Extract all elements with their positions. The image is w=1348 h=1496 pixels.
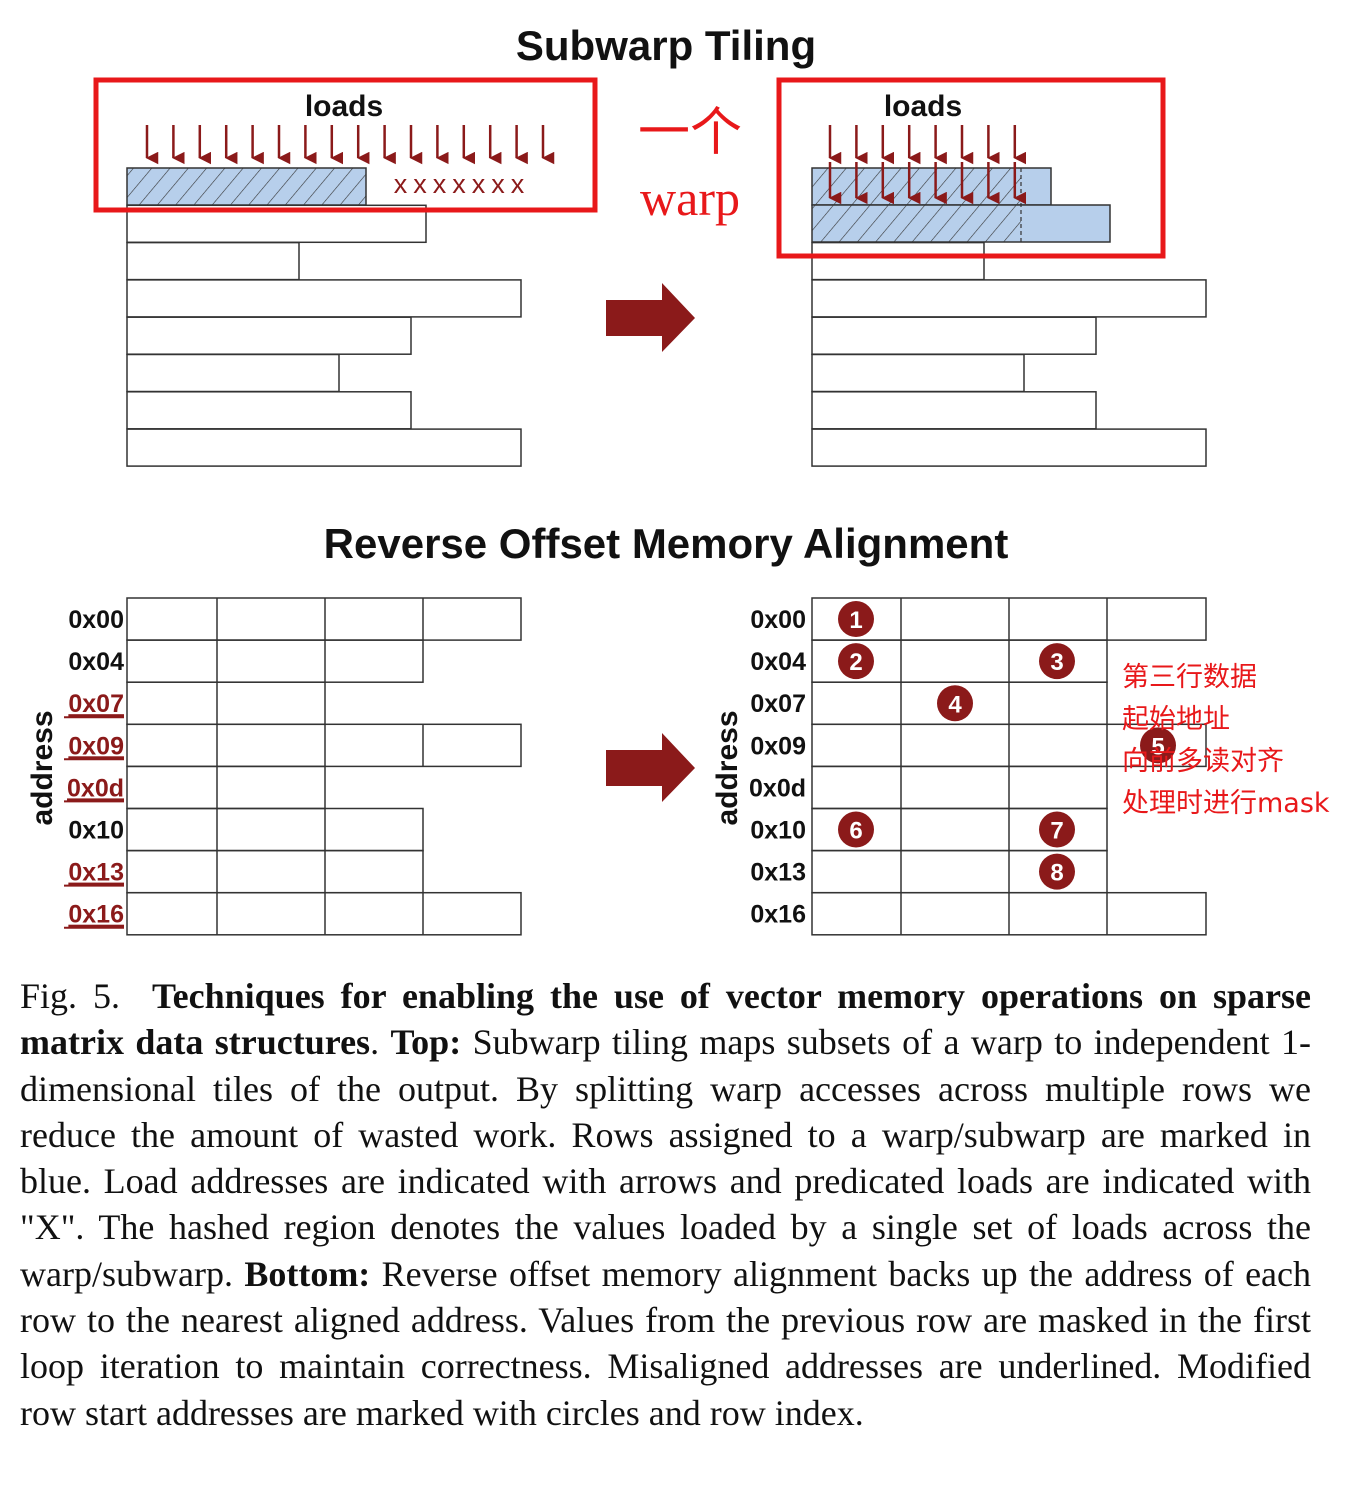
matrix-row-right-4	[811, 316, 1097, 355]
matrix-row-right-6	[811, 391, 1097, 430]
matrix-row-left-row-4	[126, 316, 412, 355]
memory-before-row-5	[126, 807, 424, 852]
row-index-label-5: 5	[1151, 733, 1164, 760]
memory-before-address-label-1: 0x04	[68, 648, 124, 676]
row-start-circle-2	[838, 643, 874, 680]
caption-bold-title: Techniques for enabling the use of vecto…	[20, 976, 1311, 1063]
caption-period: .	[370, 1022, 380, 1063]
memory-before-row-7	[126, 891, 522, 936]
matrix-row-right-3	[811, 279, 1207, 318]
row-start-circle-8	[1039, 853, 1075, 890]
memory-before-row-3	[126, 723, 522, 768]
transform-arrow-top	[606, 283, 695, 352]
memory-after-address-label-5: 0x10	[750, 817, 806, 845]
address-axis-left: address	[26, 710, 59, 825]
note-line-3: 向前多读对齐	[1122, 746, 1284, 777]
matrix-row-left-row-2	[126, 241, 300, 281]
warp-box-left	[93, 77, 598, 213]
caption-bottom-text: Reverse offset memory alignment backs up…	[20, 1253, 1312, 1433]
memory-after-address-label-4: 0x0d	[749, 774, 806, 802]
caption-top-label: Top:	[390, 1022, 462, 1063]
hashed-loaded-region	[127, 168, 366, 205]
row-index-label-7: 7	[1050, 818, 1063, 845]
memory-before-row-1	[126, 639, 424, 683]
memory-before-row-2	[126, 681, 326, 726]
matrix-row-left-row-6	[126, 391, 412, 430]
row-index-label-1: 1	[849, 607, 862, 634]
memory-before-row-0	[126, 597, 522, 641]
note-line-4: 处理时进行mask	[1122, 788, 1330, 819]
row-start-circle-3	[1039, 643, 1075, 680]
caption-bottom-label: Bottom:	[244, 1253, 371, 1294]
matrix-row-right-7	[811, 428, 1207, 467]
row-index-label-6: 6	[849, 818, 862, 845]
fig-label: Fig. 5.	[20, 976, 120, 1016]
memory-before-grid: 0x00 0x04 0x07 0x09 0x0d 0x10 0x13 0x16	[64, 597, 522, 936]
row-start-circle-7	[1039, 811, 1075, 848]
memory-after-address-label-1: 0x04	[750, 648, 806, 676]
memory-before-row-4	[126, 765, 326, 810]
matrix-row-left-row-3	[126, 279, 522, 318]
loads-label-left: loads	[305, 90, 383, 123]
memory-before-address-label-0: 0x00	[68, 606, 124, 634]
memory-after-address-label-3: 0x09	[750, 732, 806, 760]
memory-after-address-label-6: 0x13	[750, 859, 806, 887]
matrix-row-left-row-5	[126, 353, 340, 393]
reverse-offset-title: Reverse Offset Memory Alignment	[324, 520, 1009, 567]
alignment-note: 第三行数据 起始地址 向前多读对齐 处理时进行mask	[1122, 662, 1330, 819]
address-axis-right: address	[711, 710, 744, 825]
warp-annotation-en: warp	[640, 170, 740, 226]
memory-before-address-label-4: 0x0d	[67, 774, 124, 802]
memory-after-address-label-0: 0x00	[750, 606, 806, 634]
row-index-label-4: 4	[948, 691, 962, 718]
subwarp-tiling-title: Subwarp Tiling	[516, 22, 816, 69]
row-start-circle-4	[937, 685, 973, 722]
memory-before-address-label-3: 0x09	[68, 732, 124, 760]
note-line-1: 第三行数据	[1122, 662, 1257, 693]
predicated-load-marks: xxxxxxx	[394, 169, 531, 199]
row-index-label-2: 2	[849, 649, 862, 676]
memory-after-row-4	[811, 765, 1108, 810]
row-start-circle-5	[1140, 727, 1176, 764]
memory-before-address-label-5: 0x10	[68, 817, 124, 845]
memory-after-address-label-2: 0x07	[750, 690, 806, 718]
warp-box-right	[776, 77, 1166, 259]
matrix-row-left-row-7	[126, 428, 522, 467]
memory-before-row-6	[126, 849, 424, 894]
loads-label-right: loads	[884, 90, 962, 123]
figure-canvas: Subwarp Tiling Reverse Offset Memory Ali…	[26, 22, 1330, 936]
matrix-row-right-2	[811, 241, 985, 281]
caption-top-text: Subwarp tiling maps subsets of a warp to…	[20, 1022, 1312, 1294]
memory-before-address-label-7: 0x16	[68, 901, 124, 929]
note-line-2: 起始地址	[1122, 704, 1230, 735]
matrix-row-right-5	[811, 353, 1025, 393]
hashed-loaded-region-right	[812, 168, 1021, 242]
row-start-circle-6	[838, 811, 874, 848]
subwarp-before-panel: loads xxxxxxx	[93, 77, 598, 467]
subwarp-after-panel: loads	[776, 77, 1207, 467]
warp-annotation-cn: 一个	[638, 103, 742, 163]
memory-before-address-label-2: 0x07	[68, 690, 124, 718]
row-index-label-3: 3	[1050, 649, 1063, 676]
memory-after-address-label-7: 0x16	[750, 901, 806, 929]
memory-after-grid: 0x00 0x04 0x07 0x09 0x0d 0x10 0x13 0x16 1 2 3 4 5 6 7 8	[749, 597, 1207, 936]
figure-caption: Fig. 5. Techniques for enabling the use …	[20, 973, 1311, 1436]
row-index-label-8: 8	[1050, 860, 1063, 887]
transform-arrow-bottom	[606, 733, 695, 802]
memory-before-address-label-6: 0x13	[68, 859, 124, 887]
row-start-circle-1	[838, 601, 874, 638]
